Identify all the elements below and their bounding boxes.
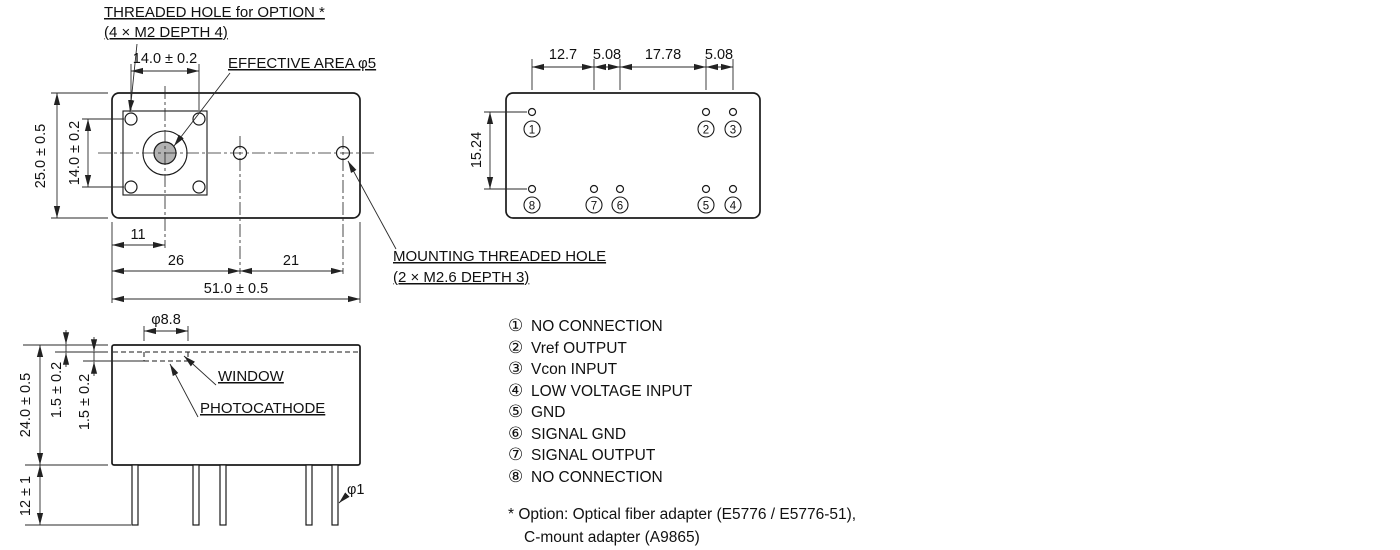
- legend-label-4: LOW VOLTAGE INPUT: [531, 383, 693, 400]
- dim-pitch-5-08-a: 5.08: [593, 47, 621, 63]
- side-view-pins: [131, 464, 339, 526]
- top-view-dimension-lines: [51, 64, 361, 303]
- label-mounting-hole-line2: (2 × M2.6 DEPTH 3): [393, 269, 529, 286]
- pin-7-circle: [589, 184, 599, 194]
- legend-label-3: Vcon INPUT: [531, 361, 618, 378]
- dim-offset-11: 11: [130, 227, 145, 243]
- legend-num-4: ④: [508, 381, 523, 400]
- legend-label-8: NO CONNECTION: [531, 469, 663, 486]
- pin-3-number-circle: [724, 120, 742, 138]
- dim-hole-span-vertical: 14.0 ± 0.2: [67, 121, 83, 185]
- label-photocathode: PHOTOCATHODE: [200, 400, 325, 417]
- top-view: THREADED HOLE for OPTION * (4 × M2 DEPTH…: [33, 4, 606, 303]
- option-note-line2: C-mount adapter (A9865): [524, 529, 700, 546]
- legend-num-7: ⑦: [508, 445, 523, 464]
- pin-3-number: 3: [730, 125, 736, 137]
- dim-window-diameter: φ8.8: [151, 312, 181, 328]
- dim-photocathode-depth: 1.5 ± 0.2: [77, 374, 93, 430]
- label-effective-area: EFFECTIVE AREA φ5: [228, 55, 376, 72]
- pin-4-number: 4: [730, 201, 737, 213]
- pin-2-circle: [701, 107, 711, 117]
- dim-body-width: 51.0 ± 0.5: [204, 281, 268, 297]
- dim-pitch-12-7: 12.7: [549, 47, 577, 63]
- pin-7-number-circle: [585, 196, 603, 214]
- pin-2-number: 2: [703, 125, 709, 137]
- pin-8-number: 8: [529, 201, 535, 213]
- pin-1-number: 1: [529, 125, 535, 137]
- pin-6-number-circle: [611, 196, 629, 214]
- dim-body-height: 25.0 ± 0.5: [33, 124, 49, 188]
- pin-8-circle: [527, 184, 537, 194]
- pin-5-number: 5: [703, 201, 709, 213]
- dim-pin-length: 12 ± 1: [18, 476, 34, 516]
- dim-hole-span-horizontal: 14.0 ± 0.2: [133, 51, 197, 67]
- legend-num-6: ⑥: [508, 424, 523, 443]
- pin-5-circle: [701, 184, 711, 194]
- pin-1-number-circle: [523, 120, 541, 138]
- pin-6-circle: [615, 184, 625, 194]
- lead-pin: [192, 464, 200, 526]
- pin-4-number-circle: [724, 196, 742, 214]
- legend-label-1: NO CONNECTION: [531, 318, 663, 335]
- dim-pitch-5-08-b: 5.08: [705, 47, 733, 63]
- dim-pitch-17-78: 17.78: [645, 47, 681, 63]
- legend-label-7: SIGNAL OUTPUT: [531, 447, 656, 464]
- dim-pitch-21: 21: [283, 253, 299, 269]
- pin-1-circle: [527, 107, 537, 117]
- pin-2-number-circle: [697, 120, 715, 138]
- lead-pin: [219, 464, 227, 526]
- dim-row-span-15-24: 15.24: [469, 132, 485, 168]
- legend-num-1: ①: [508, 316, 523, 335]
- label-threaded-hole-line2: (4 × M2 DEPTH 4): [104, 24, 228, 41]
- pin-4-circle: [728, 184, 738, 194]
- pin-7-number: 7: [591, 201, 597, 213]
- legend-num-2: ②: [508, 338, 523, 357]
- threaded-hole-tl: [124, 112, 138, 126]
- dim-window-recess: 1.5 ± 0.2: [49, 362, 65, 418]
- label-mounting-hole-line1: MOUNTING THREADED HOLE: [393, 248, 606, 265]
- dim-pin-diameter: φ1: [347, 482, 364, 498]
- side-view-leader-lines: [169, 355, 350, 504]
- side-view-dimension-lines: [23, 326, 189, 526]
- pins-top-row: 1 2 3: [523, 107, 742, 138]
- label-window: WINDOW: [218, 368, 285, 385]
- legend-num-8: ⑧: [508, 467, 523, 486]
- pin-8-number-circle: [523, 196, 541, 214]
- side-view: φ8.8 WINDOW PHOTOCATHODE φ1 24.0 ± 0.5 1…: [18, 312, 364, 526]
- top-view-centerlines: [98, 86, 374, 274]
- option-note-line1: * Option: Optical fiber adapter (E5776 /…: [508, 506, 856, 523]
- pins-bottom-row: 8 7 6 5 4: [523, 184, 742, 214]
- pin-5-number-circle: [697, 196, 715, 214]
- legend-num-5: ⑤: [508, 402, 523, 421]
- legend-label-2: Vref OUTPUT: [531, 340, 627, 357]
- dim-side-body-height: 24.0 ± 0.5: [18, 373, 34, 437]
- label-threaded-hole-line1: THREADED HOLE for OPTION *: [104, 4, 325, 21]
- top-view-outline: [111, 92, 361, 219]
- pin-3-circle: [728, 107, 738, 117]
- legend-label-5: GND: [531, 404, 565, 421]
- dim-offset-26: 26: [168, 253, 184, 269]
- threaded-hole-br: [192, 180, 206, 194]
- pin-legend: ① NO CONNECTION ② Vref OUTPUT ③ Vcon INP…: [508, 316, 856, 546]
- module-body-bottom: [505, 92, 761, 219]
- legend-label-6: SIGNAL GND: [531, 426, 626, 443]
- top-view-leader-lines: [128, 43, 397, 250]
- threaded-hole-bl: [124, 180, 138, 194]
- pin-6-number: 6: [617, 201, 623, 213]
- lead-pin: [305, 464, 313, 526]
- pin-view: 12.7 5.08 17.78 5.08 15.24 1 2 3 8 7 6: [469, 47, 761, 219]
- lead-pin: [131, 464, 139, 526]
- lead-pin: [331, 464, 339, 526]
- legend-num-3: ③: [508, 359, 523, 378]
- pin-view-dimension-lines: [484, 59, 734, 190]
